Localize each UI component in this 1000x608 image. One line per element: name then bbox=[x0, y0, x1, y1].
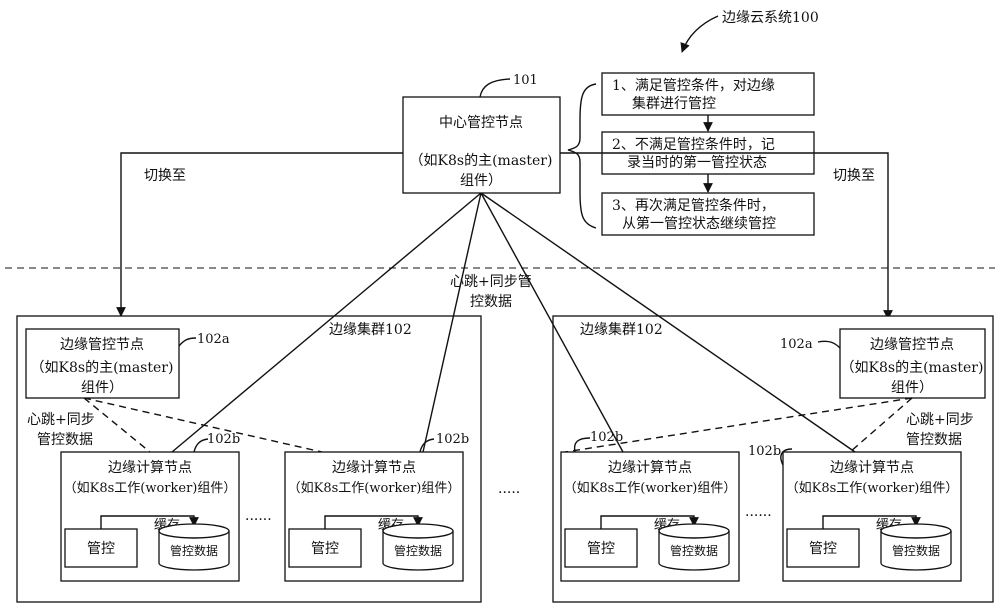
edge-cluster-right-label: 边缘集群102 bbox=[580, 321, 663, 338]
edge-control-left-sub1: （如K8s的主(master) bbox=[31, 360, 174, 376]
cache-arrow bbox=[600, 515, 699, 529]
compute-sub: （如K8s工作(worker)组件） bbox=[288, 480, 461, 496]
step-3-line1: 3、再次满足管控条件时， bbox=[612, 197, 775, 214]
heartbeat-edge-left-line1: 心跳+同步 bbox=[27, 412, 95, 428]
compute-node-left-2: 边缘计算节点 （如K8s工作(worker)组件） 管控 缓存 管控数据 bbox=[284, 451, 464, 582]
compute-right-2-ref-leader bbox=[780, 448, 793, 466]
cache-arrow bbox=[822, 515, 921, 529]
database-icon-rim bbox=[382, 530, 454, 539]
switch-label-left: 切换至 bbox=[144, 167, 186, 184]
step-1-line2: 集群进行管控 bbox=[632, 95, 716, 112]
compute-sub: （如K8s工作(worker)组件） bbox=[64, 480, 237, 496]
compute-right-2-ref: 102b bbox=[748, 444, 781, 459]
compute-node-left-1: 边缘计算节点 （如K8s工作(worker)组件） 管控 缓存 管控数据 bbox=[60, 451, 240, 582]
central-control-node: 中心管控节点 （如K8s的主(master) 组件） bbox=[402, 96, 561, 194]
compute-left-1-ref-leader bbox=[193, 438, 209, 453]
central-title: 中心管控节点 bbox=[439, 115, 523, 131]
central-sub2: 组件） bbox=[460, 173, 502, 189]
control-label: 管控 bbox=[587, 541, 615, 557]
central-ref: 101 bbox=[513, 73, 538, 88]
system-pointer-arrow bbox=[680, 15, 719, 53]
control-box bbox=[288, 528, 362, 568]
control-box bbox=[564, 528, 638, 568]
data-label: 管控数据 bbox=[394, 543, 442, 558]
step-box-3: 3、再次满足管控条件时， 从第一管控状态继续管控 bbox=[601, 192, 815, 236]
compute-title: 边缘计算节点 bbox=[830, 460, 914, 476]
switch-label-right: 切换至 bbox=[833, 167, 875, 184]
edge-control-left-title: 边缘管控节点 bbox=[60, 337, 144, 353]
database-icon bbox=[382, 523, 454, 571]
compute-left-2-ref-leader bbox=[419, 438, 435, 453]
compute-title: 边缘计算节点 bbox=[108, 460, 192, 476]
database-icon-rim bbox=[158, 530, 230, 539]
ellipsis-left: ······ bbox=[245, 512, 272, 528]
edge-control-left-ref-leader bbox=[178, 337, 197, 347]
data-label: 管控数据 bbox=[170, 543, 218, 558]
switch-arrow-left bbox=[116, 152, 403, 317]
compute-sub: （如K8s工作(worker)组件） bbox=[564, 480, 737, 496]
dashed-right-to-node-1 bbox=[564, 397, 913, 453]
ellipsis-middle: ····· bbox=[498, 485, 520, 501]
dashed-left-to-node-1 bbox=[83, 397, 151, 453]
edge-control-left-sub2: 组件） bbox=[81, 380, 123, 396]
link-center-to-left-node-2 bbox=[422, 192, 482, 453]
steps-brace bbox=[567, 83, 597, 229]
central-sub1: （如K8s的主(master) bbox=[410, 153, 553, 169]
database-icon bbox=[658, 523, 730, 571]
edge-control-node-left: 边缘管控节点 （如K8s的主(master) 组件） bbox=[25, 328, 180, 399]
cache-arrow bbox=[324, 515, 423, 529]
dashed-left-to-node-2 bbox=[83, 397, 323, 453]
compute-left-2-ref: 102b bbox=[436, 432, 469, 447]
database-icon bbox=[880, 523, 952, 571]
heartbeat-edge-right-line1: 心跳+同步 bbox=[906, 412, 974, 428]
link-center-to-right-node-1 bbox=[480, 192, 624, 453]
heartbeat-center-line2: 控数据 bbox=[470, 294, 512, 310]
heartbeat-edge-left-line2: 管控数据 bbox=[37, 432, 93, 448]
compute-node-right-2: 边缘计算节点 （如K8s工作(worker)组件） 管控 缓存 管控数据 bbox=[782, 451, 962, 582]
data-label: 管控数据 bbox=[670, 543, 718, 558]
heartbeat-center-line1: 心跳+同步管 bbox=[450, 274, 532, 290]
database-icon-rim bbox=[658, 530, 730, 539]
central-ref-leader bbox=[479, 78, 511, 98]
step-1-line1: 1、满足管控条件，对边缘 bbox=[612, 77, 775, 94]
edge-control-right-sub1: （如K8s的主(master) bbox=[841, 360, 984, 376]
control-label: 管控 bbox=[311, 541, 339, 557]
cache-arrow bbox=[100, 515, 199, 529]
step-box-1: 1、满足管控条件，对边缘 集群进行管控 bbox=[601, 72, 815, 116]
compute-title: 边缘计算节点 bbox=[608, 460, 692, 476]
database-icon-rim bbox=[880, 530, 952, 539]
step-2-line2: 录当时的第一管控状态 bbox=[627, 154, 767, 171]
step-3-line2: 从第一管控状态继续管控 bbox=[622, 215, 776, 232]
system-label: 边缘云系统100 bbox=[722, 10, 819, 26]
compute-right-1-ref-leader bbox=[573, 437, 591, 453]
dashed-right-to-node-2 bbox=[849, 397, 913, 453]
edge-control-node-right: 边缘管控节点 （如K8s的主(master) 组件） bbox=[839, 328, 986, 399]
control-label: 管控 bbox=[87, 541, 115, 557]
compute-sub: （如K8s工作(worker)组件） bbox=[786, 480, 959, 496]
switch-arrow-right bbox=[560, 152, 893, 320]
ellipsis-right: ······ bbox=[745, 508, 772, 524]
compute-node-right-1: 边缘计算节点 （如K8s工作(worker)组件） 管控 缓存 管控数据 bbox=[560, 451, 740, 582]
edge-control-left-ref: 102a bbox=[197, 332, 230, 347]
edge-control-right-sub2: 组件） bbox=[891, 380, 933, 396]
data-label: 管控数据 bbox=[892, 543, 940, 558]
link-center-to-right-node-2 bbox=[480, 192, 856, 453]
edge-control-right-ref-leader bbox=[817, 340, 841, 349]
heartbeat-edge-right-line2: 管控数据 bbox=[906, 432, 962, 448]
edge-control-right-ref: 102a bbox=[780, 337, 813, 352]
compute-right-1-ref: 102b bbox=[590, 430, 623, 445]
control-box bbox=[64, 528, 138, 568]
database-icon bbox=[158, 523, 230, 571]
step-2-line1: 2、不满足管控条件时，记 bbox=[612, 136, 775, 153]
control-label: 管控 bbox=[809, 541, 837, 557]
edge-cluster-left-label: 边缘集群102 bbox=[329, 321, 412, 338]
edge-control-right-title: 边缘管控节点 bbox=[870, 337, 954, 353]
compute-left-1-ref: 102b bbox=[207, 432, 240, 447]
link-center-to-left-node-1 bbox=[171, 192, 482, 453]
compute-title: 边缘计算节点 bbox=[332, 460, 416, 476]
